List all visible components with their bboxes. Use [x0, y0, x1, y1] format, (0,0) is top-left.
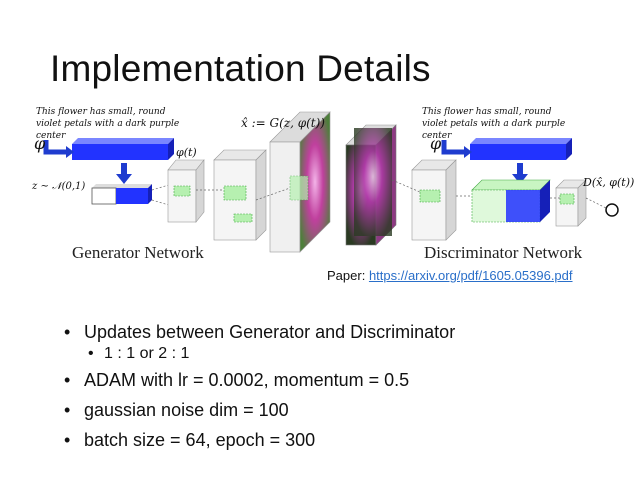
bullet-optimizer: ADAM with lr = 0.0002, momentum = 0.5	[62, 370, 455, 391]
paper-prefix: Paper:	[327, 268, 366, 283]
sub-bullet-ratio: 1 : 1 or 2 : 1	[84, 345, 455, 363]
bullet-update-ratio-text: Updates between Generator and Discrimina…	[84, 322, 456, 342]
generator-input-vector	[91, 183, 173, 207]
generator-layer-1	[167, 159, 205, 223]
phi-t-label: φ(t)	[176, 146, 197, 159]
discriminator-input-image	[345, 124, 397, 246]
discriminator-text-embedding	[441, 138, 572, 184]
slide-title: Implementation Details	[50, 48, 431, 89]
discriminator-concat-block	[456, 179, 551, 223]
bullet-update-ratio: Updates between Generator and Discrimina…	[62, 322, 455, 363]
generator-text-embedding	[43, 138, 174, 184]
noise-distribution-label: z ∼ 𝒩(0,1)	[32, 181, 86, 192]
details-bullet-list: Updates between Generator and Discrimina…	[62, 322, 455, 460]
discriminator-layer-1	[391, 159, 457, 241]
discriminator-layer-2	[550, 179, 607, 227]
bullet-noise-dim: gaussian noise dim = 100	[62, 400, 455, 421]
paper-link[interactable]: https://arxiv.org/pdf/1605.05396.pdf	[368, 268, 573, 283]
generator-output-image	[255, 111, 331, 253]
generator-network-label: Generator Network	[72, 243, 204, 262]
phi-left-label: φ	[34, 134, 46, 153]
gan-architecture-diagram	[43, 111, 619, 253]
paper-reference: Paper: https://arxiv.org/pdf/1605.05396.…	[327, 268, 573, 283]
phi-right-label: φ	[430, 134, 442, 153]
sub-bullet-list: 1 : 1 or 2 : 1	[84, 345, 455, 363]
discriminator-caption: This flower has small, round violet peta…	[422, 107, 566, 141]
discriminator-network-label: Discriminator Network	[424, 243, 583, 262]
bullet-batch-epoch: batch size = 64, epoch = 300	[62, 430, 455, 451]
generator-caption: This flower has small, round violet peta…	[36, 107, 180, 141]
generator-layer-2	[196, 149, 267, 241]
discriminator-output-formula: D(x̂, φ(t))	[583, 176, 635, 189]
discriminator-output-node	[605, 203, 619, 217]
generator-output-formula: x̂ := G(z, φ(t))	[241, 116, 325, 130]
